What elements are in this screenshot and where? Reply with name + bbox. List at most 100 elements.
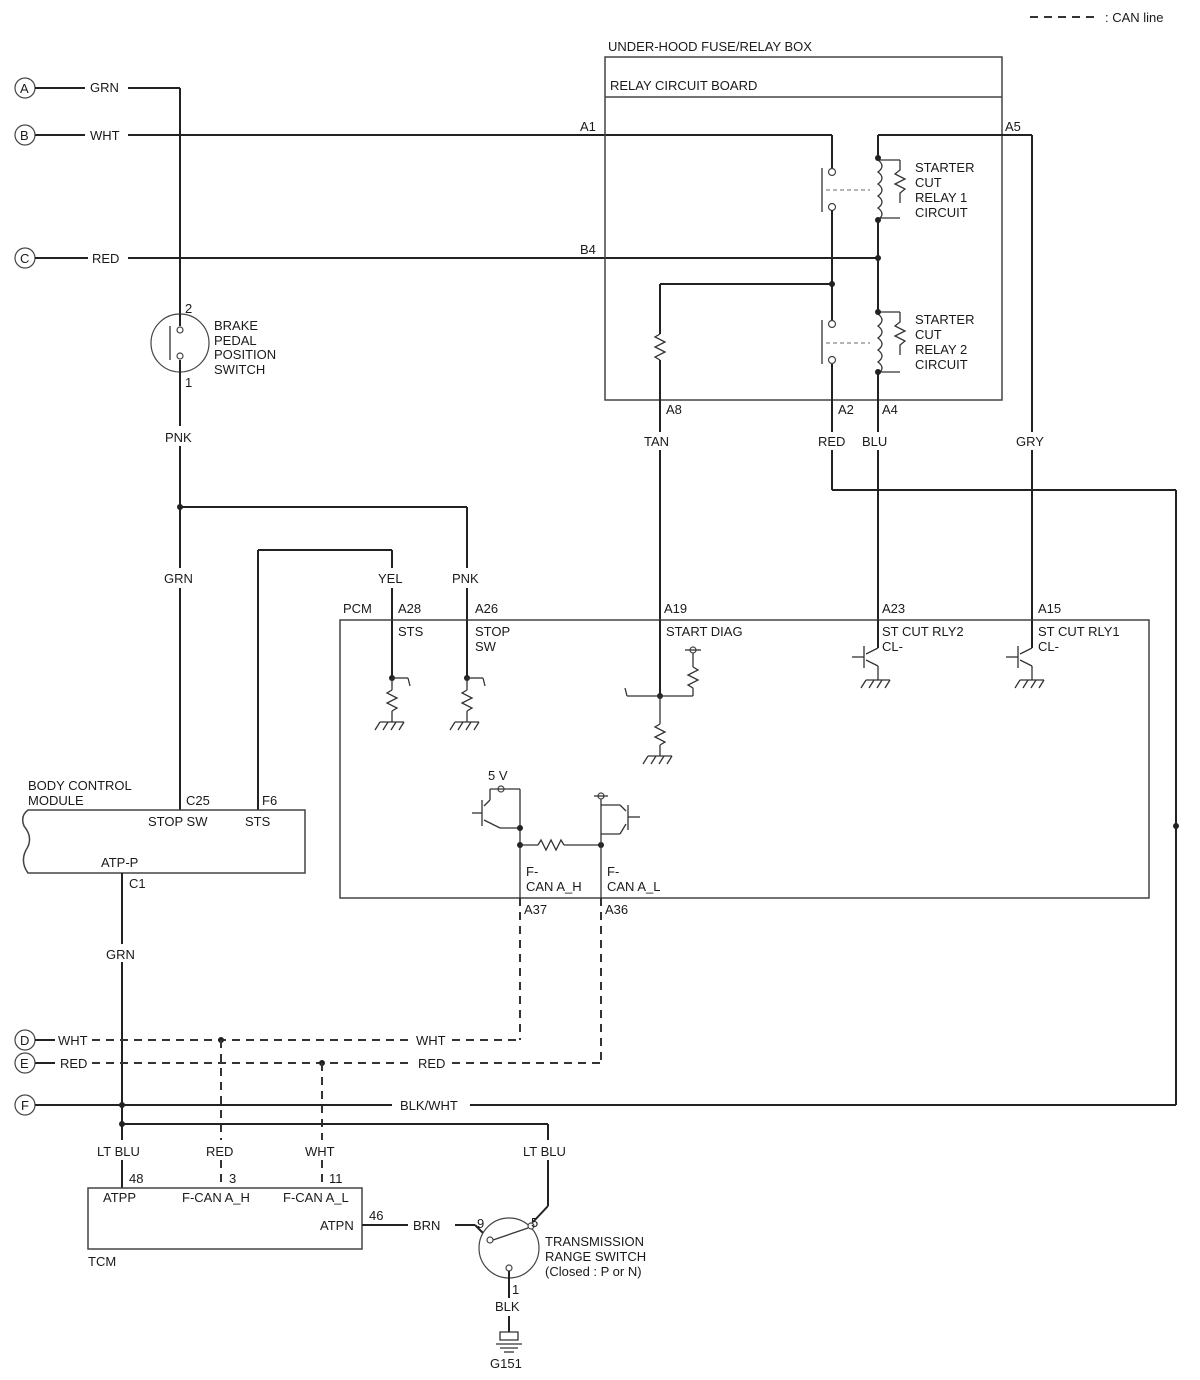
bcm-title-2: MODULE: [28, 793, 84, 808]
pcm-pin-a23: A23: [882, 601, 905, 616]
left-connectors: A B C D E F: [14, 77, 36, 1116]
wire-brn: BRN: [413, 1218, 440, 1233]
tcm: TCM 48 3 11 ATPP F-CAN A_H F-CAN A_L ATP…: [87, 1171, 383, 1269]
wire-blk: BLK: [495, 1299, 520, 1314]
relay2-label-2: CUT: [915, 327, 942, 342]
tcm-label-fcan-l: F-CAN A_L: [283, 1190, 349, 1205]
pcm-pin-a28: A28: [398, 601, 421, 616]
wire-pnk-pcm: PNK: [452, 571, 479, 586]
connector-a-label: A: [20, 81, 29, 96]
brake-switch-label-3: POSITION: [214, 347, 276, 362]
wire-lt-blu-right: LT BLU: [523, 1144, 566, 1159]
starter-cut-relay-1-contact: [821, 167, 870, 320]
pcm-label-cl-2: CL-: [882, 639, 903, 654]
pcm-pin-a15: A15: [1038, 601, 1061, 616]
wire-yel: YEL: [378, 571, 403, 586]
relay2-label-1: STARTER: [915, 312, 974, 327]
relay2-label-3: RELAY 2: [915, 342, 967, 357]
wire-wht-tcm: WHT: [305, 1144, 335, 1159]
tcm-title: TCM: [88, 1254, 116, 1269]
pin-a2: A2: [838, 402, 854, 417]
relay1-label-4: CIRCUIT: [915, 205, 968, 220]
bcm-title-1: BODY CONTROL: [28, 778, 132, 793]
bcm-c1-wire: GRN: [106, 873, 135, 1140]
can-lines: WHT WHT RED RED: [35, 898, 602, 1140]
wire-red-c: RED: [92, 251, 119, 266]
under-hood-fuse-relay-box: UNDER-HOOD FUSE/RELAY BOX RELAY CIRCUIT …: [580, 39, 1032, 417]
bcm-label-atp-p: ATP-P: [101, 855, 138, 870]
trans-switch-pin-5: 5: [531, 1215, 538, 1230]
starter-cut-relay-2-contact: [660, 281, 870, 400]
pin-a5: A5: [1005, 119, 1021, 134]
ground-g151: G151: [490, 1331, 522, 1371]
pcm-label-fcan-l-1: F-: [607, 864, 619, 879]
wire-wht-d-right: WHT: [416, 1033, 446, 1048]
tcm-label-fcan-h: F-CAN A_H: [182, 1190, 250, 1205]
wire-grn-c1: GRN: [106, 947, 135, 962]
tcm-pin-11: 11: [329, 1171, 343, 1186]
brake-switch-wires: PNK PNK GRN YEL: [164, 372, 479, 810]
pcm-sts-input-circuit: [374, 620, 411, 731]
ground-label: G151: [490, 1356, 522, 1371]
wire-blk-wht: BLK/WHT: [400, 1098, 458, 1113]
pcm-label-sts: STS: [398, 624, 424, 639]
starter-cut-relay-1-coil: STARTER CUT RELAY 1 CIRCUIT: [875, 134, 1032, 258]
pcm-st-cut-rly1-transistor: [1006, 620, 1045, 689]
starter-cut-relay-2-coil: STARTER CUT RELAY 2 CIRCUIT: [875, 309, 974, 400]
tcm-pin-3: 3: [229, 1171, 236, 1186]
pcm-title: PCM: [343, 601, 372, 616]
pcm-label-stop: STOP: [475, 624, 510, 639]
relay-circuit-board-label: RELAY CIRCUIT BOARD: [610, 78, 757, 93]
relay1-label-3: RELAY 1: [915, 190, 967, 205]
wire-red-a2: RED: [818, 434, 845, 449]
wire-red-tcm: RED: [206, 1144, 233, 1159]
brake-switch-pin-1: 1: [185, 375, 192, 390]
pcm-pin-a19: A19: [664, 601, 687, 616]
wire-blu: BLU: [862, 434, 887, 449]
pin-a8: A8: [666, 402, 682, 417]
pcm-stop-sw-input-circuit: [449, 620, 486, 731]
connector-f-label: F: [21, 1098, 29, 1113]
wire-pnk-switch: PNK: [165, 430, 192, 445]
body-control-module: BODY CONTROL MODULE C25 F6 STOP SW STS A…: [21, 778, 306, 891]
bcm-pin-f6: F6: [262, 793, 277, 808]
pcm-label-fcan-l-2: CAN A_L: [607, 879, 660, 894]
ground-icon: [499, 1331, 519, 1341]
fuse-box-output-wires: GRY TAN RED BLU: [644, 135, 1179, 1105]
pcm-pin-a37: A37: [524, 902, 547, 917]
bcm-label-sts: STS: [245, 814, 271, 829]
trans-switch-label-2: RANGE SWITCH: [545, 1249, 646, 1264]
pcm-label-fcan-h-2: CAN A_H: [526, 879, 582, 894]
brake-switch-label-1: BRAKE: [214, 318, 258, 333]
pcm-label-st-cut-rly1: ST CUT RLY1: [1038, 624, 1120, 639]
tcm-pin-48: 48: [129, 1171, 143, 1186]
wire-red-e-left: RED: [60, 1056, 87, 1071]
pcm-label-sw: SW: [475, 639, 497, 654]
trans-switch-pin-1: 1: [512, 1282, 519, 1297]
pcm-label-st-cut-rly2: ST CUT RLY2: [882, 624, 964, 639]
tcm-pin-46: 46: [369, 1208, 383, 1223]
pcm-start-diag-circuit: [624, 620, 701, 765]
pcm-pin-a26: A26: [475, 601, 498, 616]
tcm-label-atpp: ATPP: [103, 1190, 136, 1205]
pcm-label-fcan-h-1: F-: [526, 864, 538, 879]
brake-pedal-position-switch: 2 1 BRAKE PEDAL POSITION SWITCH: [150, 301, 276, 390]
tcm-label-atpn: ATPN: [320, 1218, 354, 1233]
trans-switch-pin-9: 9: [477, 1216, 484, 1231]
pin-a1: A1: [580, 119, 596, 134]
connector-e-label: E: [20, 1056, 29, 1071]
pcm-label-start-diag: START DIAG: [666, 624, 743, 639]
wire-grn-a: GRN: [90, 80, 119, 95]
wire-lt-blu-left: LT BLU: [97, 1144, 140, 1159]
fuse-box-title: UNDER-HOOD FUSE/RELAY BOX: [608, 39, 812, 54]
wire-red-e-right: RED: [418, 1056, 445, 1071]
pcm-st-cut-rly2-transistor: [852, 620, 891, 689]
brn-wire-group: BRN: [362, 1218, 491, 1241]
bcm-pin-c25: C25: [186, 793, 210, 808]
trans-switch-label-1: TRANSMISSION: [545, 1234, 644, 1249]
wire-grn-bcm: GRN: [164, 571, 193, 586]
wire-wht-b: WHT: [90, 128, 120, 143]
connector-b-label: B: [20, 128, 29, 143]
relay2-label-4: CIRCUIT: [915, 357, 968, 372]
